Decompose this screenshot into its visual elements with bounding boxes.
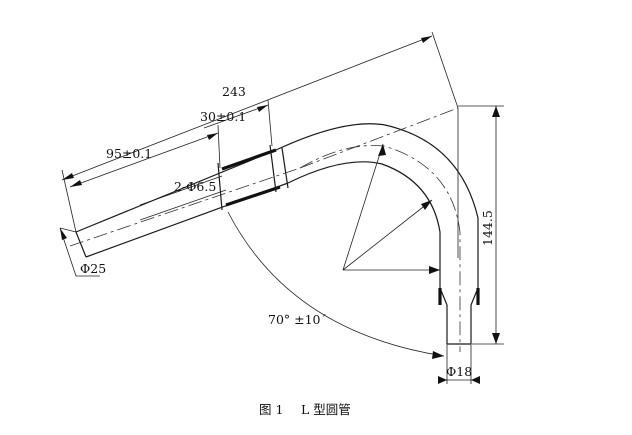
dim-overall-label: 243: [222, 84, 246, 99]
dim-d25-ext-top: [59, 227, 77, 233]
dim-overall-ext-left: [61, 169, 77, 233]
dim-overall: 243: [61, 31, 459, 233]
dim-straight-arrow-left: [70, 180, 82, 187]
figure-title: L 型圆管: [301, 402, 351, 417]
pipe-body: [75, 123, 480, 345]
dim-angle: 70° ±10´: [227, 211, 445, 359]
pipe-left-end: [75, 231, 87, 258]
dim-groove-label: 30±0.1: [200, 109, 246, 124]
dim-holes-label: 2-Φ6.5: [174, 179, 216, 194]
dim-straight-line: [69, 132, 219, 188]
dim-overall-ext-right: [431, 31, 459, 109]
dim-d25-arrow: [60, 228, 67, 240]
pipe-upper-edge: [75, 149, 277, 233]
groove-upper-thick: [221, 148, 277, 171]
dim-angle-arc: [227, 211, 445, 357]
groove-left-line: [217, 162, 223, 211]
dim-groove-arrow-right: [257, 105, 268, 112]
radius-arrow-horizontal: [429, 266, 440, 274]
dim-d25-label: Φ25: [80, 261, 106, 276]
radius-arrow-upper: [378, 144, 386, 156]
pipe-outer-bend: [275, 123, 479, 288]
dim-diameter-large: Φ25: [59, 227, 106, 277]
bend-centerline: [299, 145, 461, 352]
dim-groove: 30±0.1: [200, 99, 273, 147]
groove-lower-thick: [225, 185, 281, 207]
dim-overall-line: [61, 35, 433, 181]
dim-groove-ext-right: [267, 99, 273, 147]
dim-holes-leader: [139, 175, 223, 206]
radius-line-mid: [342, 199, 433, 271]
centerlines: [69, 107, 461, 352]
dim-d18-label: Φ18: [446, 364, 472, 379]
radius-arrow-mid: [421, 200, 432, 210]
dim-angle-arrow: [432, 351, 444, 359]
dim-groove-line: [203, 104, 269, 129]
dim-d18-arrow-right: [471, 376, 480, 384]
groove-end-line: [281, 147, 289, 189]
dim-height-label: 144.5: [480, 210, 495, 246]
dim-straight: 95±0.1: [69, 124, 221, 188]
dim-diameter-small: Φ18: [438, 344, 480, 384]
dim-height: 144.5: [458, 105, 504, 345]
dim-holes-leader-2: [139, 189, 227, 221]
dim-straight-label: 95±0.1: [106, 146, 152, 161]
dim-overall-arrow-right: [421, 36, 432, 43]
dim-angle-label: 70° ±10´: [268, 312, 327, 327]
dim-straight-arrow-right: [207, 133, 218, 140]
straight-centerline: [69, 167, 301, 247]
dim-height-arrow-bottom: [492, 333, 500, 344]
groove-right-line: [269, 144, 277, 193]
pipe-inner-bend: [287, 161, 441, 288]
dim-d18-arrow-left: [438, 376, 447, 384]
dim-height-arrow-top: [492, 106, 500, 117]
dim-holes: 2-Φ6.5: [139, 175, 227, 221]
tangent-centerline: [299, 107, 459, 169]
dim-straight-ext-right: [217, 124, 221, 169]
figure-number: 图 1: [259, 402, 283, 417]
radius-line-upper: [342, 143, 384, 271]
radius-construction: [342, 143, 440, 274]
dim-overall-arrow-left: [62, 173, 74, 180]
